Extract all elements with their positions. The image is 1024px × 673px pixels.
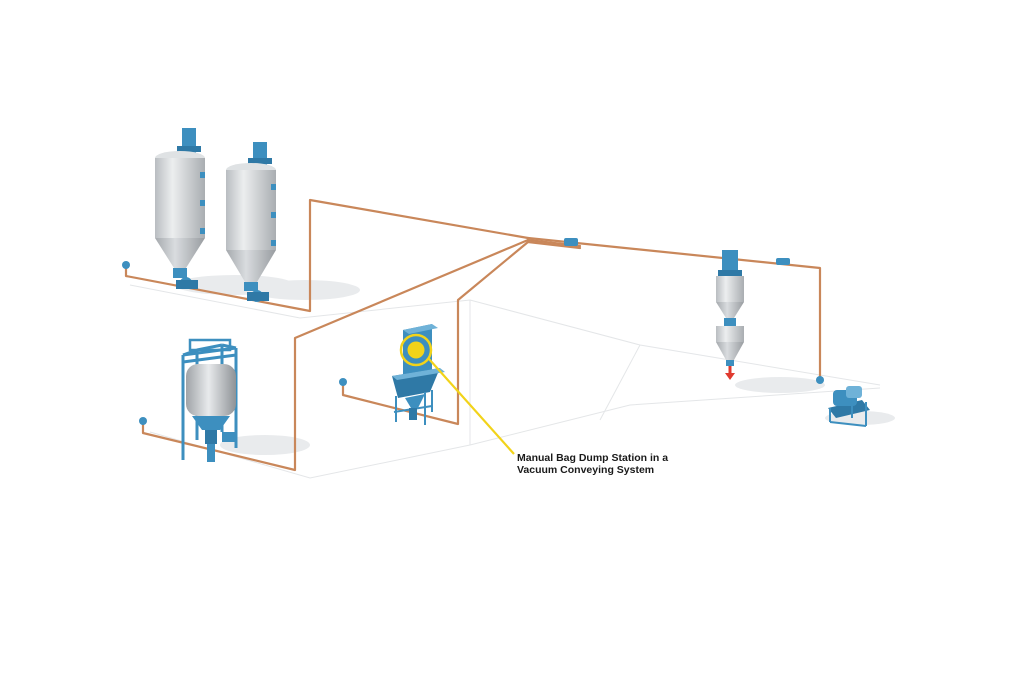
pipe-silo-line [124,198,530,313]
vacuum-receiver [716,250,744,366]
pipe-bag-dump-line [341,240,530,426]
callout-label: Manual Bag Dump Station in a Vacuum Conv… [517,452,668,476]
vacuum-pump-package [816,376,870,427]
pipe-main-header [526,236,822,380]
callout-ring [399,333,433,367]
ground-shadows [175,275,895,455]
callout-label-line-2: Vacuum Conveying System [517,464,655,476]
storage-silo-1 [155,128,205,289]
floor-lines [129,284,881,479]
pipe-bag-unloader-line [141,238,530,472]
callout-label-line-1: Manual Bag Dump Station in a [517,452,669,464]
callout [399,333,515,455]
callout-dot [407,341,425,359]
bulk-bag-unloader [181,338,238,462]
conveying-pipes [124,198,822,472]
pipe-fittings [122,238,790,425]
discharge-arrow [725,366,735,380]
storage-silo-2 [226,142,276,302]
callout-leader [428,358,515,455]
